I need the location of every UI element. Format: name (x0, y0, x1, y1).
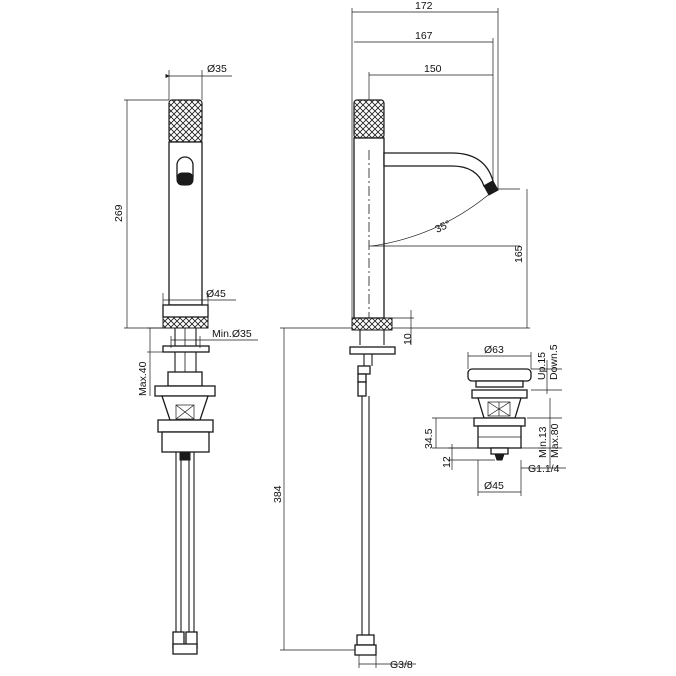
side-clamp (357, 365, 371, 375)
side-height-384-label: 384 (272, 485, 284, 503)
side-width-150-label: 150 (424, 63, 442, 75)
side-width-167-label: 167 (415, 30, 433, 42)
waste-height-12-label: 12 (441, 456, 453, 468)
waste-diameter-base-label: Ø45 (484, 480, 504, 492)
side-base-ring (351, 317, 393, 331)
waste-dimensions: Ø63 Up.15 Down.5 34.5 12 Min.13 Max.80 G… (423, 344, 566, 496)
side-thread-label: G3/8 (390, 659, 413, 671)
front-plate (154, 385, 216, 397)
side-height-165-label: 165 (513, 245, 525, 263)
front-max-40-label: Max.40 (137, 361, 149, 396)
waste-cap (467, 368, 532, 382)
waste-min-13-label: Min.13 (537, 426, 549, 458)
front-hose-nut (172, 643, 198, 655)
front-locknut (161, 431, 210, 453)
waste-washer (473, 417, 526, 427)
waste-thread-label: G1.1/4 (528, 463, 560, 475)
waste-flange (471, 389, 528, 399)
front-base (162, 304, 209, 318)
side-knurled-handle (353, 99, 385, 139)
side-hose-nut (354, 644, 377, 656)
waste-detail (467, 368, 532, 461)
waste-up-label: Up.15 (536, 352, 548, 380)
waste-down-label: Down.5 (548, 344, 560, 380)
front-washer (157, 419, 214, 433)
front-mechanism (167, 371, 203, 387)
side-spout (383, 152, 494, 187)
side-fixing-nut (349, 346, 396, 355)
front-min-hole-label: Min.Ø35 (212, 328, 252, 340)
side-view (349, 99, 499, 656)
front-aerator-tip (176, 172, 194, 186)
waste-diameter-top-label: Ø63 (484, 344, 504, 356)
waste-max-80-label: Max.80 (549, 423, 561, 458)
front-fixing-nut (162, 345, 210, 353)
front-hose-clamp (179, 451, 191, 461)
front-diameter-top-label: Ø35 (207, 63, 227, 75)
side-hose-end (356, 634, 375, 646)
front-view (154, 99, 216, 655)
waste-height-34-5-label: 34.5 (423, 428, 435, 449)
front-dimensions: Ø35 269 Ø45 Min.Ø35 Max.40 (113, 63, 258, 396)
front-base-ring (162, 316, 209, 329)
front-knurled-handle (168, 99, 203, 143)
front-height-269-label: 269 (113, 204, 125, 222)
side-dimensions: 172 167 150 35° 165 10 384 G3/8 (272, 0, 530, 671)
side-width-172-label: 172 (415, 0, 433, 12)
waste-tail (494, 453, 505, 461)
side-offset-10-label: 10 (402, 333, 414, 345)
front-diameter-base-label: Ø45 (206, 288, 226, 300)
